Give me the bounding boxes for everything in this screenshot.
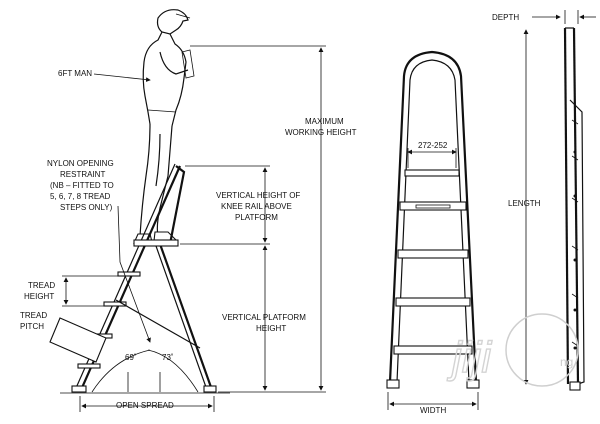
tread-height-dimension — [62, 275, 118, 307]
tread-pitch-indicator — [49, 317, 107, 363]
man-leader — [93, 73, 151, 82]
label-knee-rail-2: KNEE RAIL ABOVE — [221, 202, 292, 211]
label-nylon-1: NYLON OPENING — [47, 159, 114, 168]
label-nylon-3: (NB – FITTED TO — [50, 181, 114, 190]
angle-arc-right — [147, 349, 199, 393]
label-nylon-4: 5, 6, 7, 8 TREAD — [50, 192, 111, 201]
man-silhouette — [133, 9, 195, 244]
label-knee-rail-1: VERTICAL HEIGHT OF — [216, 191, 300, 200]
label-platform-height-2: HEIGHT — [256, 324, 286, 333]
label-open-spread: OPEN SPREAD — [116, 401, 174, 410]
label-angle-left: 69˚ — [125, 353, 137, 362]
angle-arc-left — [91, 349, 151, 393]
label-tread-height-1: TREAD — [28, 281, 55, 290]
label-angle-right: 73˚ — [162, 353, 174, 362]
label-width: WIDTH — [420, 406, 446, 415]
label-depth: DEPTH — [492, 13, 519, 22]
label-man: 6FT MAN — [58, 69, 92, 78]
label-tread-height-2: HEIGHT — [24, 292, 54, 301]
label-length: LENGTH — [508, 199, 541, 208]
label-max-working-2: WORKING HEIGHT — [285, 128, 357, 137]
label-tread-pitch-1: TREAD — [20, 311, 47, 320]
label-rail-width: 272-252 — [418, 141, 448, 150]
label-tread-pitch-2: PITCH — [20, 322, 44, 331]
label-max-working-1: MAXIMUM — [305, 117, 344, 126]
front-ladder — [386, 50, 480, 410]
label-nylon-5: STEPS ONLY) — [60, 203, 113, 212]
watermark-text: jiji — [447, 333, 492, 382]
nylon-leader — [117, 205, 151, 343]
watermark-logo: jiji ng — [446, 313, 579, 387]
open-spread-dimension — [79, 396, 215, 412]
label-knee-rail-3: PLATFORM — [235, 213, 278, 222]
watermark-suffix: ng — [560, 355, 573, 369]
label-nylon-2: RESTRAINT — [60, 170, 105, 179]
label-platform-height-1: VERTICAL PLATFORM — [222, 313, 306, 322]
height-dimensions — [180, 45, 326, 393]
